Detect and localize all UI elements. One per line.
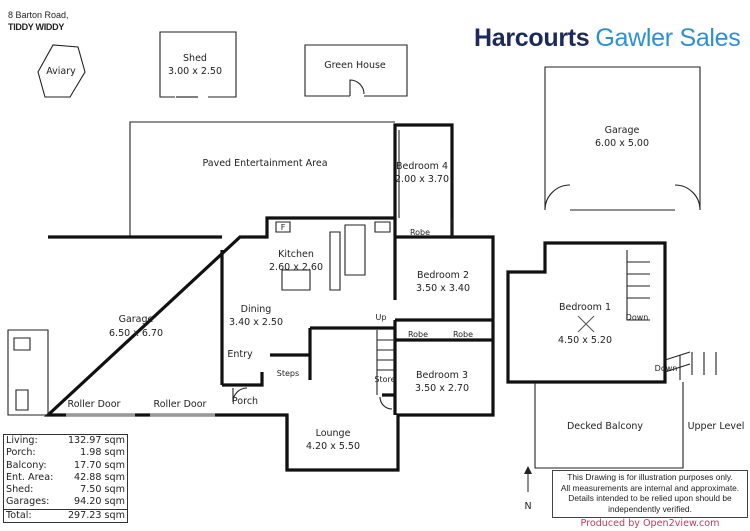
upper-level-label: Upper Level: [688, 421, 745, 432]
roller-door-label-1: Roller Door: [68, 399, 121, 410]
paved-area-label: Paved Entertainment Area: [202, 158, 327, 169]
porch-label: Porch: [232, 396, 258, 407]
bedroom3-size: 3.50 x 2.70: [415, 383, 469, 394]
logo-brand: Harcourts: [474, 24, 590, 52]
garage-size: 6.50 x 6.70: [109, 328, 163, 339]
lounge-name: Lounge: [316, 428, 351, 439]
upper-garage-name: Garage: [605, 125, 640, 136]
bedroom4-name: Bedroom 4: [396, 161, 448, 172]
ceiling-fan-icon: [577, 315, 595, 333]
aviary-label: Aviary: [46, 66, 76, 77]
fridge-label: F: [281, 223, 286, 232]
garage-name: Garage: [119, 314, 154, 325]
total-label: Total:: [6, 509, 32, 521]
store-label: Store: [374, 375, 395, 384]
bedroom4-size: 2.00 x 3.70: [395, 174, 449, 185]
area-value: 94.20 sqm: [74, 496, 125, 508]
fixtures: [232, 130, 453, 410]
disclaimer-line: This Drawing is for illustration purpose…: [567, 472, 733, 482]
stairs-up-label: Up: [376, 313, 387, 322]
stairs-down-label-2: Down: [655, 364, 678, 373]
area-value: 42.88 sqm: [74, 471, 125, 483]
area-row-total: Total: 297.23 sqm: [4, 508, 127, 522]
disclaimer-line: independently verified.: [608, 503, 692, 514]
logo-office: Gawler Sales: [595, 24, 741, 52]
bedroom3-name: Bedroom 3: [416, 370, 468, 381]
disclaimer-line: All measurements are internal and approx…: [560, 482, 740, 493]
robe-label-1: Robe: [410, 228, 430, 237]
shed-size: 3.00 x 2.50: [168, 66, 222, 77]
robe-label-2: Robe: [408, 330, 428, 339]
shed-name: Shed: [183, 53, 207, 64]
laundry-fixtures: [7, 329, 49, 416]
balcony-label: Decked Balcony: [567, 421, 643, 432]
bedroom1-name: Bedroom 1: [559, 302, 611, 313]
area-label: Garages:: [6, 496, 50, 508]
dining-size: 3.40 x 2.50: [229, 317, 283, 328]
disclaimer-box: This Drawing is for illustration purpose…: [552, 470, 748, 518]
bedroom1-size: 4.50 x 5.20: [558, 335, 612, 346]
kitchen-name: Kitchen: [278, 249, 314, 260]
bedroom1-walls: [506, 241, 667, 384]
area-value: 132.97 sqm: [67, 435, 125, 446]
area-value: 7.50 sqm: [80, 484, 125, 496]
area-label: Porch:: [6, 447, 36, 459]
area-row-balcony: Balcony: 17.70 sqm: [4, 460, 127, 472]
area-label: Shed:: [6, 484, 34, 496]
area-label: Ent. Area:: [6, 471, 54, 483]
roller-door-label-2: Roller Door: [154, 399, 207, 410]
upper-stairs-and-balcony: [534, 250, 717, 469]
bedroom2-name: Bedroom 2: [417, 270, 469, 281]
north-arrow-head-icon: [524, 466, 532, 474]
entry-label: Entry: [227, 349, 253, 360]
area-summary-table: Living: 132.97 sqm Porch: 1.98 sqm Balcony…: [3, 434, 128, 524]
disclaimer-line: Details intended to be relied upon shoul…: [568, 493, 732, 503]
north-label: N: [524, 501, 531, 512]
green-house-outline: [304, 44, 408, 97]
address-street: 8 Barton Road,: [8, 10, 69, 20]
upper-garage-size: 6.00 x 5.00: [595, 138, 649, 149]
area-row-porch: Porch: 1.98 sqm: [4, 447, 127, 459]
bedroom2-size: 3.50 x 3.40: [416, 283, 470, 294]
total-value: 297.23 sqm: [67, 509, 125, 521]
upper-garage-outline: [544, 66, 701, 211]
area-label: Balcony:: [6, 459, 47, 471]
steps-label: Steps: [277, 369, 299, 378]
stairs-down-label-1: Down: [626, 313, 649, 322]
address-suburb: TIDDY WIDDY: [8, 22, 65, 32]
area-row-living: Living: 132.97 sqm: [4, 435, 127, 447]
area-value: 1.98 sqm: [80, 447, 125, 459]
green-house-door: [349, 79, 365, 96]
aviary-outline: [37, 44, 86, 98]
robe-label-3: Robe: [453, 330, 473, 339]
area-value: 17.70 sqm: [74, 459, 125, 471]
area-row-shed: Shed: 7.50 sqm: [4, 484, 127, 496]
property-address: 8 Barton Road, TIDDY WIDDY: [8, 9, 69, 33]
dining-name: Dining: [241, 304, 272, 315]
interior-walls: [220, 218, 493, 470]
kitchen-size: 2.60 x 2.60: [269, 262, 323, 273]
produced-by-credit: Produced by Open2view.com: [580, 518, 720, 529]
area-row-garages: Garages: 94.20 sqm: [4, 496, 127, 508]
green-house-label: Green House: [324, 60, 386, 71]
lounge-size: 4.20 x 5.50: [306, 441, 360, 452]
area-row-ent-area: Ent. Area: 42.88 sqm: [4, 472, 127, 484]
shed-outline: [159, 31, 237, 98]
area-label: Living:: [6, 435, 38, 446]
paved-area-outline: [129, 121, 395, 237]
